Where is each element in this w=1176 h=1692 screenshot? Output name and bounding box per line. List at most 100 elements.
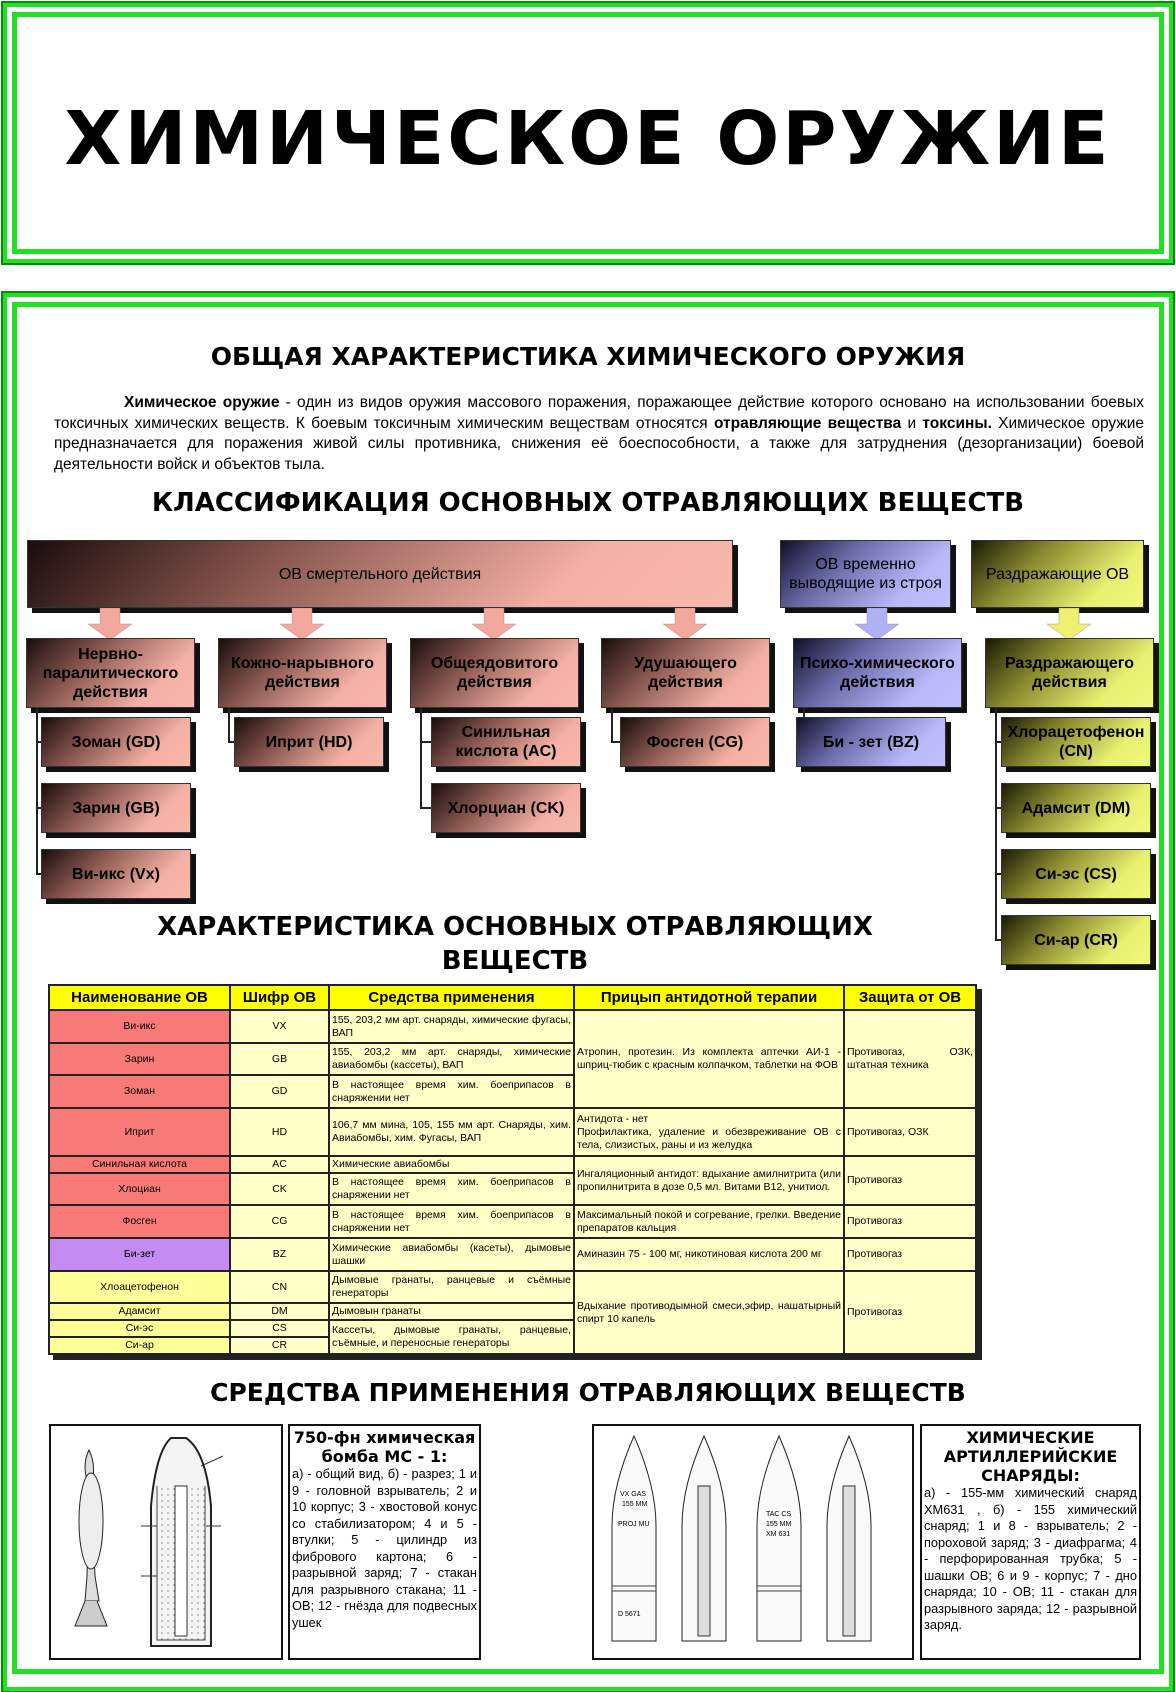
- agent-means: Дымовын гранаты: [328, 1302, 575, 1321]
- shell-label: TAC CS: [766, 1511, 791, 1518]
- general-heading: ОБЩАЯ ХАРАКТЕРИСТИКА ХИМИЧЕСКОГО ОРУЖИЯ: [210, 342, 966, 371]
- connector-line: [611, 708, 613, 742]
- group-box: Общеядовитого действия: [410, 638, 579, 708]
- agent-means: 106,7 мм мина, 105, 155 мм арт. Снаряды,…: [328, 1107, 575, 1157]
- agent-means: Химические авиабомбы: [328, 1155, 575, 1174]
- text: Химическое оружие предназначается для по…: [54, 414, 1144, 473]
- agent-name: Зарин: [48, 1042, 231, 1076]
- term: Химическое оружие: [124, 394, 280, 411]
- group-box: Психо-химического действия: [793, 638, 962, 708]
- connector-line: [420, 708, 422, 808]
- bomb-caption-title: 750-фн химическая бомба МС - 1:: [293, 1428, 476, 1466]
- agent-name: Хлоциан: [48, 1172, 231, 1206]
- agent-code: AC: [229, 1155, 330, 1174]
- antidote-line: Профилактика, удаление и обезвреживание …: [577, 1125, 841, 1151]
- agent-box: Иприт (HD): [234, 717, 384, 767]
- shells-caption-text: а) - 155-мм химический снаряд ХМ631 , б)…: [924, 1485, 1137, 1632]
- agent-name: Ви-икс: [48, 1009, 231, 1044]
- shells-caption-title: ХИМИЧЕСКИЕ АРТИЛЛЕРИЙСКИЕ СНАРЯДЫ:: [943, 1428, 1118, 1485]
- agent-box: Фосген (CG): [620, 717, 770, 767]
- agent-code: CK: [229, 1172, 330, 1206]
- shell-label: 155 MM: [622, 1501, 647, 1508]
- agent-means: В настоящее время хим. боеприпасов в сна…: [328, 1074, 575, 1109]
- agent-name: Хлоацетофенон: [48, 1270, 231, 1304]
- bomb-caption-text: а) - общий вид, б) - разрез; 1 и 9 - гол…: [292, 1466, 477, 1630]
- antidote: Аминазин 75 - 100 мг, никотиновая кислот…: [573, 1237, 845, 1272]
- protection: Противогаз, ОЗК: [843, 1107, 977, 1157]
- col-header: Прицып антидотной терапии: [573, 984, 845, 1011]
- down-arrow-icon: [663, 608, 707, 640]
- connector-line: [995, 708, 997, 940]
- protection: Противогаз: [843, 1270, 977, 1355]
- col-header: Наименование ОВ: [48, 984, 231, 1011]
- agent-code: CS: [229, 1319, 330, 1338]
- connector-line: [420, 807, 431, 809]
- antidote-line: Антидота - нет: [577, 1112, 649, 1125]
- connector-line: [995, 741, 1001, 743]
- connector-line: [228, 741, 234, 743]
- bomb-caption: 750-фн химическая бомба МС - 1: а) - общ…: [288, 1424, 481, 1660]
- connector-line: [611, 741, 620, 743]
- shell-label: VX GAS: [620, 1491, 646, 1498]
- agent-name: Си-ар: [48, 1336, 231, 1355]
- agent-code: BZ: [229, 1237, 330, 1272]
- connector-line: [36, 873, 41, 875]
- protection: Противогаз: [843, 1204, 977, 1239]
- antidote: Ингаляционный антидот: вдыхание амилнитр…: [573, 1155, 845, 1206]
- page-title: ХИМИЧЕСКОЕ ОРУЖИЕ: [64, 96, 1112, 182]
- agent-box: Зарин (GB): [41, 783, 191, 833]
- agent-name: Си-эс: [48, 1319, 231, 1338]
- group-box: Кожно-нарывного действия: [218, 638, 387, 708]
- connector-line: [995, 873, 1001, 875]
- agent-code: DM: [229, 1302, 330, 1321]
- shell-label: 155 MM: [766, 1521, 791, 1528]
- agent-code: GB: [229, 1042, 330, 1076]
- agent-box: Би - зет (BZ): [796, 717, 946, 767]
- shells-illustration: VX GAS 155 MM PROJ MU D 5671 TAC CS 155 …: [592, 1424, 914, 1660]
- group-box: Раздражающего действия: [985, 638, 1154, 708]
- term: отравляющие вещества: [713, 414, 902, 432]
- antidote: Вдыхание противодымной смеси,эфир, нашат…: [573, 1270, 845, 1355]
- shell-label: D 5671: [618, 1611, 641, 1618]
- content-frame-inner: [12, 302, 1164, 1674]
- text: - один из видов оружия массового поражен…: [54, 394, 1144, 432]
- agent-means: В настоящее время хим. боеприпасов в сна…: [328, 1172, 575, 1206]
- agent-name: Адамсит: [48, 1302, 231, 1321]
- group-box: Удушающего действия: [601, 638, 770, 708]
- col-header: Шифр ОВ: [229, 984, 330, 1011]
- agent-box: Синильная кислота (AC): [431, 717, 581, 767]
- group-box: Нервно-паралитического действия: [26, 638, 195, 708]
- shell-label: PROJ MU: [618, 1521, 650, 1528]
- agent-box: Хлорциан (CK): [431, 783, 581, 833]
- antidote: Максимальный покой и согревание, грелки.…: [573, 1204, 845, 1239]
- agent-code: CG: [229, 1204, 330, 1239]
- agent-box: Хлорацетофенон (CN): [1001, 717, 1151, 767]
- down-arrow-icon: [1047, 608, 1091, 640]
- agent-name: Фосген: [48, 1204, 231, 1239]
- characteristics-heading: ХАРАКТЕРИСТИКА ОСНОВНЫХ ОТРАВЛЯЮЩИХ ВЕЩЕ…: [157, 912, 873, 976]
- col-header: Средства применения: [328, 984, 575, 1011]
- shell-label: XM 631: [766, 1531, 790, 1538]
- connector-line: [995, 939, 1001, 941]
- agent-box: Си-ар (CR): [1001, 915, 1151, 965]
- down-arrow-icon: [472, 608, 516, 640]
- title-frame-inner: [12, 12, 1164, 254]
- protection: Противогаз, ОЗК, штатная техника: [843, 1009, 977, 1109]
- category-irritant: Раздражающие ОВ: [971, 540, 1144, 608]
- protection: Противогаз: [843, 1155, 977, 1206]
- connector-line: [228, 708, 230, 742]
- agent-code: HD: [229, 1107, 330, 1157]
- down-arrow-icon: [855, 608, 899, 640]
- agent-name: Иприт: [48, 1107, 231, 1157]
